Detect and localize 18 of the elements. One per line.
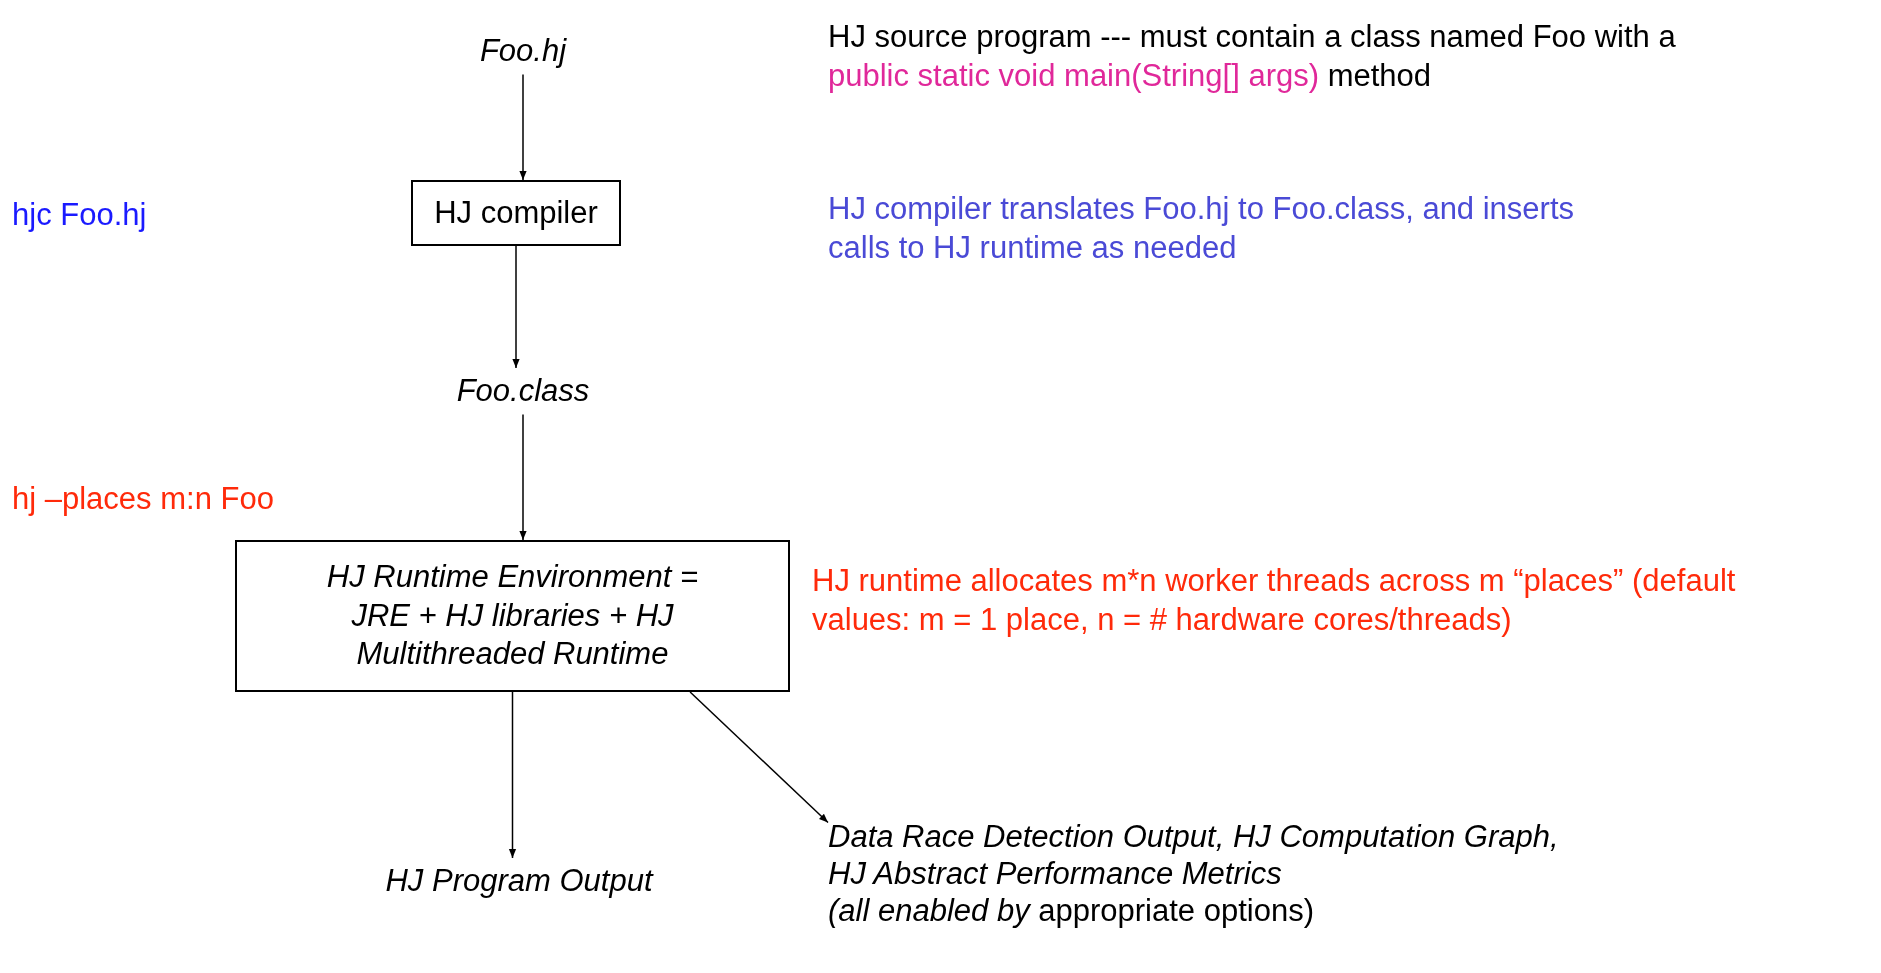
note-text: HJ runtime allocates m*n worker threads across m “places” (default values: m = 1 place, n = # hardware cores/threads): [812, 562, 1737, 639]
arrow: [512, 245, 520, 369]
note-text: HJ source program --- must contain a class named Foo with a: [828, 19, 1676, 54]
note-text: public static void main(String[] args): [828, 57, 1320, 93]
output-label: HJ Program Output: [359, 858, 679, 905]
note-text: hjc Foo.hj: [12, 197, 147, 232]
arrow: [519, 73, 527, 181]
arrow: [689, 691, 829, 824]
file-label: Foo.hj: [423, 28, 623, 75]
note-text: hj –places m:n Foo: [12, 481, 274, 516]
process-box: HJ compiler: [411, 180, 621, 246]
file-label: Foo.class: [403, 368, 643, 415]
arrow: [519, 413, 527, 541]
note-text: HJ compiler translates Foo.hj to Foo.class, and inserts calls to HJ runtime as needed: [828, 191, 1575, 265]
arrow: [508, 691, 517, 859]
runtime-box: HJ Runtime Environment = JRE + HJ libraries + HJ Multithreaded Runtime: [235, 540, 790, 692]
note-text: method: [1327, 57, 1432, 93]
output-label: Data Race Detection Output, HJ Computation Graph, HJ Abstract Performance Metrics (all enabled by appropriate options): [828, 818, 1588, 930]
